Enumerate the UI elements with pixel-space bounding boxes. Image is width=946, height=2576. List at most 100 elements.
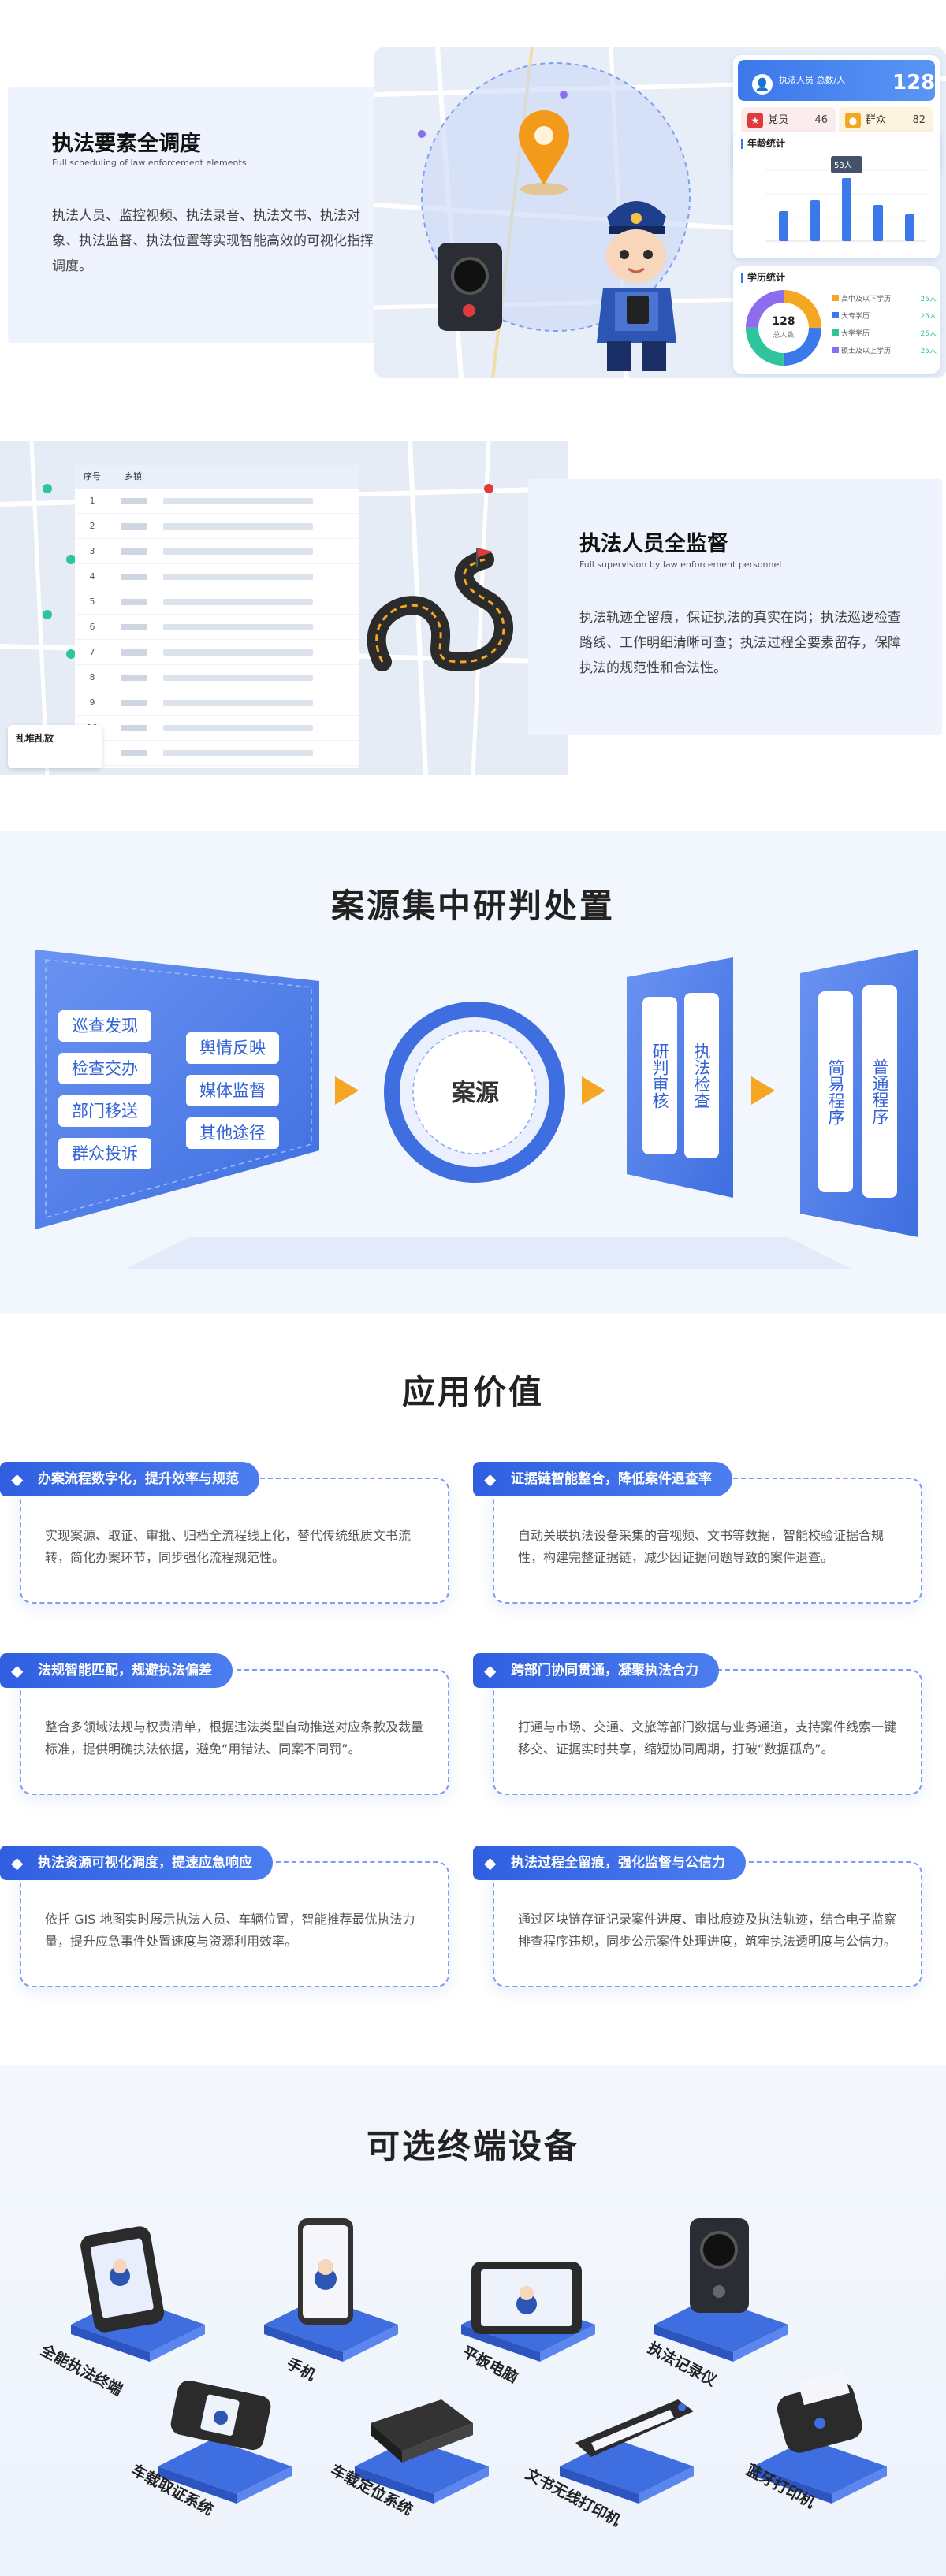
row-redacted-content bbox=[121, 750, 147, 756]
user-icon: 👤 bbox=[752, 74, 773, 95]
vehicle-evidence-system-icon bbox=[170, 2380, 271, 2451]
table-row: 8 bbox=[75, 665, 359, 690]
value-card-body: 实现案源、取证、审批、归档全流程线上化，替代传统纸质文书流转，简化办案环节，同步… bbox=[45, 1528, 412, 1565]
core-label: 案源 bbox=[452, 1080, 499, 1107]
value-card-tab: ◆办案流程数字化，提升效率与规范 bbox=[0, 1462, 259, 1496]
bluetooth-printer-icon bbox=[777, 2370, 862, 2453]
section1-subtitle: Full scheduling of law enforcement eleme… bbox=[52, 158, 247, 168]
row-redacted-content bbox=[163, 574, 313, 580]
row-index: 1 bbox=[89, 496, 95, 506]
source-item: 群众投诉 bbox=[58, 1138, 151, 1169]
rugged-terminal-icon bbox=[80, 2226, 165, 2333]
personnel-total-banner: 👤 执法人员 总数/人 128 bbox=[738, 60, 935, 101]
row-redacted-content bbox=[163, 725, 313, 731]
device-platform bbox=[654, 2297, 788, 2362]
age-bar-chart bbox=[765, 156, 926, 242]
value-card-tab: ◆ 跨部门协同贯通，凝聚执法合力 bbox=[473, 1653, 719, 1688]
step2-item: 研判审核 bbox=[642, 997, 677, 1154]
party-member-value: 46 bbox=[814, 114, 828, 126]
legend-value: 25人 bbox=[920, 296, 937, 303]
masses-value: 82 bbox=[912, 114, 926, 126]
source-item: 部门移送 bbox=[58, 1095, 151, 1127]
body-recorder-icon bbox=[690, 2218, 749, 2313]
flow-arrow-icon bbox=[751, 1076, 775, 1105]
value-card-title: 跨部门协同贯通，凝聚执法合力 bbox=[511, 1663, 698, 1678]
masses-chip: ●群众 82 bbox=[839, 107, 933, 134]
value-card-tab: ◆ 证据链智能整合，降低案件退查率 bbox=[473, 1462, 732, 1496]
body-camera-icon bbox=[438, 243, 502, 331]
step2-item: 执法检查 bbox=[684, 993, 719, 1158]
party-member-chip: ★党员 46 bbox=[741, 107, 836, 134]
row-index: 9 bbox=[89, 697, 95, 708]
value-card-title: 执法过程全留痕，强化监督与公信力 bbox=[511, 1855, 725, 1871]
value-card: 整合多领域法规与权责清单，根据违法类型自动推送对应条款及裁量标准，提供明确执法依… bbox=[20, 1669, 449, 1795]
document-printer-icon bbox=[575, 2399, 694, 2457]
people-icon: ● bbox=[845, 113, 861, 128]
row-redacted-content bbox=[121, 574, 147, 580]
education-total-value: 128 bbox=[772, 315, 795, 328]
age-tooltip: 53人 bbox=[834, 162, 852, 170]
legend-value: 25人 bbox=[920, 313, 937, 321]
device-platform bbox=[355, 2439, 489, 2504]
section5-title: 可选终端设备 bbox=[366, 2127, 579, 2165]
section1-title: 执法要素全调度 bbox=[52, 132, 201, 156]
device-platforms bbox=[71, 2218, 887, 2504]
row-index: 8 bbox=[89, 672, 95, 682]
header-town: 乡镇 bbox=[125, 471, 142, 481]
table-row: 1 bbox=[75, 489, 359, 514]
row-redacted-content bbox=[163, 700, 313, 706]
row-redacted-content bbox=[121, 675, 147, 681]
row-redacted-content bbox=[163, 498, 313, 504]
step3-item: 简易程序 bbox=[818, 991, 853, 1192]
row-redacted-content bbox=[163, 599, 313, 605]
age-bar-1 bbox=[779, 211, 788, 241]
row-redacted-content bbox=[163, 675, 313, 681]
section1-body: 执法人员、监控视频、执法录音、执法文书、执法对象、执法监督、执法位置等实现智能高… bbox=[52, 208, 374, 274]
value-card-title: 证据链智能整合，降低案件退查率 bbox=[511, 1471, 712, 1487]
case-table-body: 1234567891011 bbox=[75, 489, 359, 766]
row-index: 6 bbox=[89, 622, 95, 632]
source-item: 媒体监督 bbox=[186, 1075, 279, 1106]
value-card-body: 打通与市场、交通、文旅等部门数据与业务通道，支持案件线索一键移交、证据实时共享，… bbox=[518, 1719, 897, 1756]
table-row: 7 bbox=[75, 640, 359, 665]
row-redacted-content bbox=[163, 624, 313, 630]
value-card-body: 整合多领域法规与权责清单，根据违法类型自动推送对应条款及裁量标准，提供明确执法依… bbox=[45, 1719, 424, 1756]
value-card: 打通与市场、交通、文旅等部门数据与业务通道，支持案件线索一键移交、证据实时共享，… bbox=[493, 1669, 922, 1795]
education-stats-title: 学历统计 bbox=[741, 273, 785, 283]
row-redacted-content bbox=[121, 548, 147, 555]
diamond-icon: ◆ bbox=[484, 1661, 497, 1680]
section1-card bbox=[8, 87, 418, 343]
tablet-icon bbox=[471, 2262, 582, 2334]
table-row: 9 bbox=[75, 690, 359, 716]
value-card-body: 通过区块链存证记录案件进度、审批痕迹及执法轨迹，结合电子监察排查程序违规，同步公… bbox=[518, 1912, 897, 1949]
source-item: 其他途径 bbox=[186, 1117, 279, 1149]
section4-title: 应用价值 bbox=[401, 1373, 544, 1411]
value-card-body: 依托 GIS 地图实时展示执法人员、车辆位置，智能推荐最优执法力量，提升应急事件… bbox=[45, 1912, 415, 1949]
row-redacted-content bbox=[121, 649, 147, 656]
case-table-header: 序号 乡镇 bbox=[75, 465, 359, 489]
flow-arrow-icon bbox=[582, 1076, 605, 1105]
phone-icon bbox=[298, 2218, 353, 2325]
education-donut-chart bbox=[746, 290, 821, 366]
table-row: 10 bbox=[75, 716, 359, 741]
legend-label: 大学学历 bbox=[841, 330, 870, 338]
table-row: 6 bbox=[75, 615, 359, 640]
device-platform bbox=[158, 2439, 292, 2504]
value-card: 实现案源、取证、审批、归档全流程线上化，替代传统纸质文书流转，简化办案环节，同步… bbox=[20, 1478, 449, 1604]
value-card-title: 法规智能匹配，规避执法偏差 bbox=[38, 1663, 212, 1678]
dispatch-map-screenshot: 👤 执法人员 总数/人 128 ★党员 46 ●群众 82 年龄统计 53人 bbox=[374, 47, 946, 378]
case-table: 序号 乡镇 1234567891011 bbox=[75, 465, 359, 768]
row-redacted-content bbox=[163, 523, 313, 530]
age-bar-3 bbox=[842, 178, 851, 241]
diamond-icon: ◆ bbox=[11, 1853, 24, 1872]
row-index: 2 bbox=[89, 521, 95, 531]
diamond-icon: ◆ bbox=[484, 1470, 497, 1489]
section3-title: 案源集中研判处置 bbox=[330, 887, 615, 925]
section2-body: 执法轨迹全留痕，保证执法的真实在岗；执法巡逻检查路线、工作明细清晰可查；执法过程… bbox=[579, 610, 901, 676]
age-stats-title: 年龄统计 bbox=[741, 139, 785, 149]
personnel-total-label: 执法人员 总数/人 bbox=[779, 75, 846, 85]
